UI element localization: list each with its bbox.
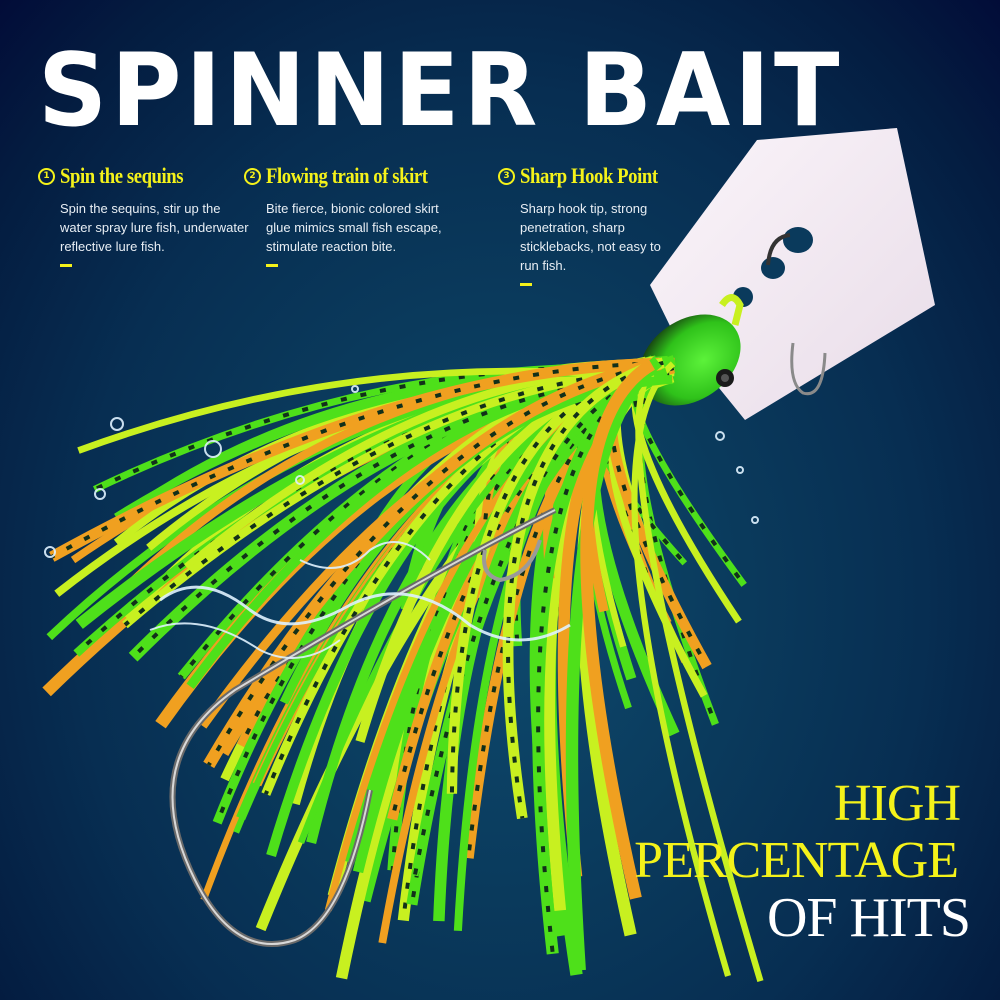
water-splash xyxy=(44,385,759,659)
feature-title: Sharp Hook Point xyxy=(520,163,658,188)
skirt-strand xyxy=(580,359,656,900)
accent-dash xyxy=(60,264,72,267)
skirt-strand xyxy=(502,357,665,820)
skirt-strand-pattern xyxy=(179,361,654,678)
feature-title: Spin the sequins xyxy=(60,163,184,188)
accent-dash xyxy=(266,264,278,267)
skirt-strand-pattern xyxy=(536,362,662,955)
page-title: Spinner Bait xyxy=(38,31,844,150)
skirt-strand xyxy=(631,361,732,977)
trailer-hook xyxy=(482,539,542,583)
accent-dash xyxy=(520,283,532,286)
feature-header: 2 Flowing train of skirt xyxy=(244,163,484,189)
skirt-strand-pattern xyxy=(123,368,662,627)
feature-spin-sequins: 1 Spin the sequins Spin the sequins, sti… xyxy=(38,163,278,267)
tagline-line-2: PERCENTAGE xyxy=(634,832,959,889)
feature-title: Flowing train of skirt xyxy=(266,163,428,188)
feature-description: Sharp hook tip, strong penetration, shar… xyxy=(520,201,661,273)
feature-header: 1 Spin the sequins xyxy=(38,163,278,189)
number-badge-icon: 1 xyxy=(38,167,55,185)
number-badge-icon: 2 xyxy=(244,167,261,185)
silicone-skirt xyxy=(42,355,764,983)
number-badge-icon: 3 xyxy=(498,167,515,185)
tagline-line-3: OF HITS xyxy=(766,887,971,949)
skirt-strand-pattern xyxy=(449,365,653,794)
skirt-strand xyxy=(635,372,764,983)
feature-flowing-skirt: 2 Flowing train of skirt Bite fierce, bi… xyxy=(244,163,484,267)
feature-description: Bite fierce, bionic colored skirt glue m… xyxy=(266,201,442,254)
feature-header: 3 Sharp Hook Point xyxy=(498,163,738,189)
tagline-line-1: HIGH xyxy=(834,775,961,832)
feature-sharp-hook: 3 Sharp Hook Point Sharp hook tip, stron… xyxy=(498,163,738,286)
skirt-strand xyxy=(49,357,659,562)
feature-description: Spin the sequins, stir up the water spra… xyxy=(60,201,249,254)
